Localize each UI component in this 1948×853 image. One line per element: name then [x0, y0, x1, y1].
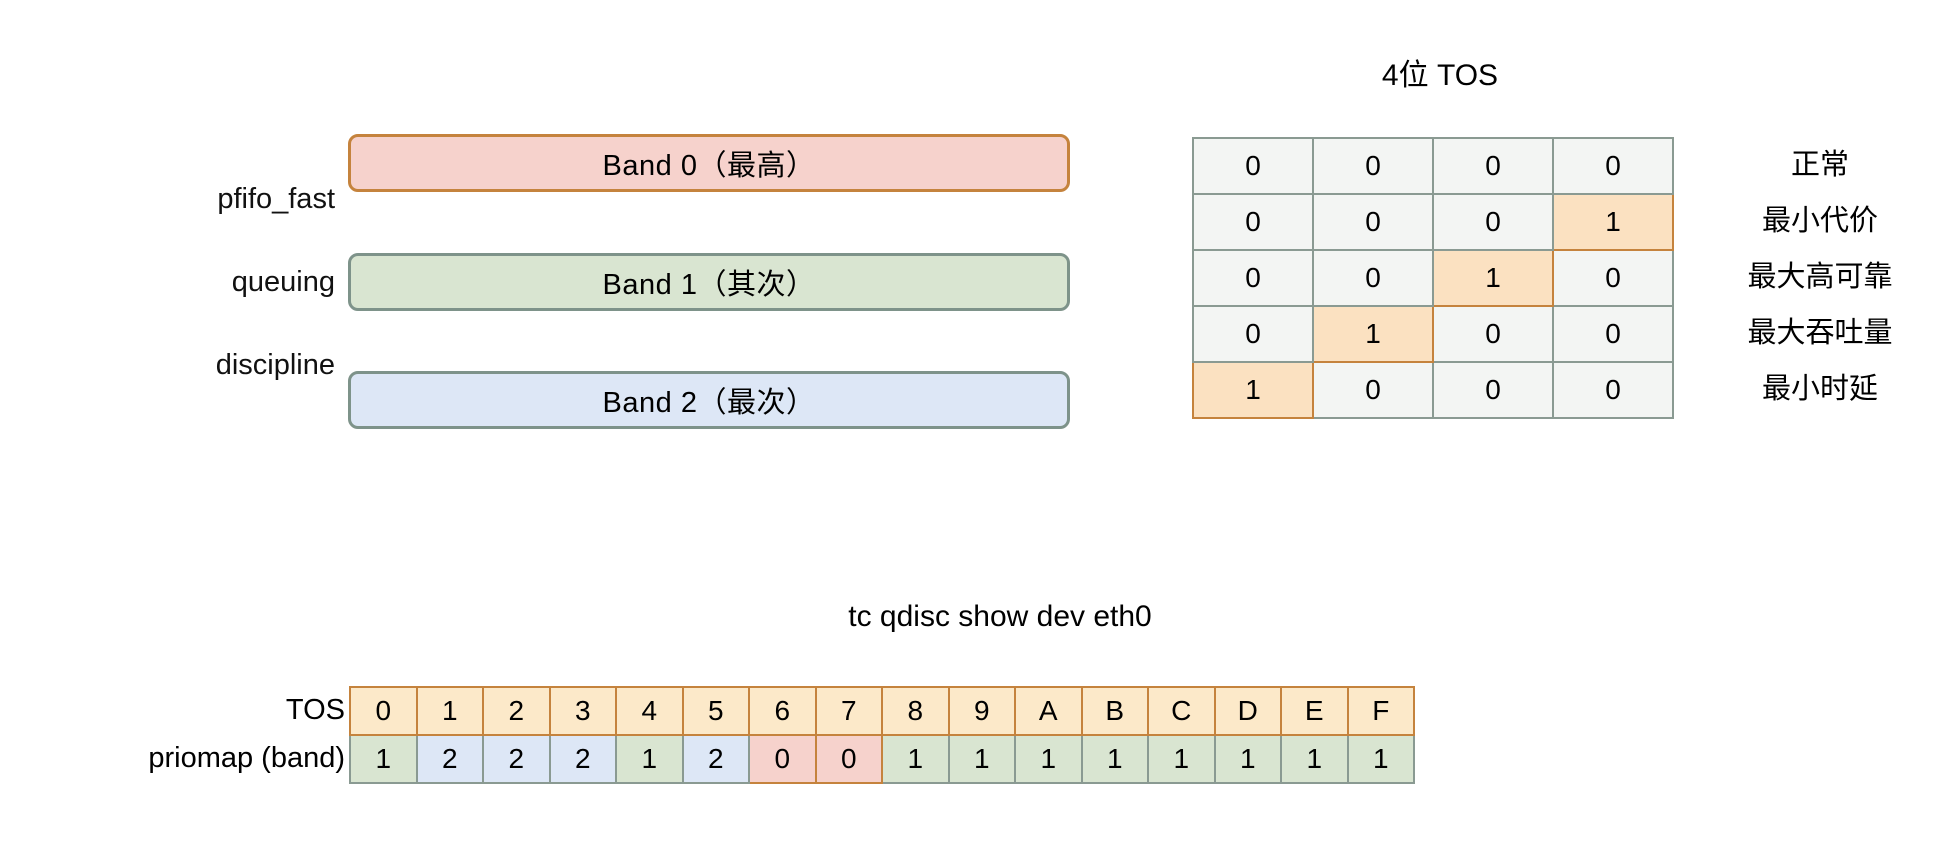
- tos-meaning-label: 最小时延: [1761, 373, 1878, 405]
- priomap-band-cell: 0: [748, 734, 817, 784]
- priomap-band-cell: 2: [482, 734, 551, 784]
- priomap-band-cell: 1: [1080, 734, 1149, 784]
- priomap-tos-cell: A: [1014, 686, 1083, 736]
- priomap-tos-cell: 6: [748, 686, 817, 736]
- tos-bit-cell-active: 1: [1192, 361, 1314, 419]
- priomap-tos-cell: F: [1346, 686, 1415, 736]
- tos-meaning-list: 正常最小代价最大高可靠最大吞吐量最小时延: [1700, 137, 1940, 417]
- tos-bit-cell: 0: [1432, 137, 1554, 195]
- tos-bit-cell: 0: [1432, 305, 1554, 363]
- priomap-tos-cell: 4: [615, 686, 684, 736]
- tos-bit-cell: 0: [1552, 305, 1674, 363]
- priomap-tos-cell: D: [1213, 686, 1282, 736]
- priomap-band-cell: 1: [1346, 734, 1415, 784]
- tos-meaning-label: 最大高可靠: [1747, 261, 1893, 293]
- tos-bit-cell: 0: [1312, 361, 1434, 419]
- tos-bit-cell-active: 1: [1552, 193, 1674, 251]
- priomap-tos-cell: 2: [482, 686, 551, 736]
- priomap-band-cell: 2: [548, 734, 617, 784]
- priomap-band-cell: 1: [1014, 734, 1083, 784]
- band-box-2: Band 2（最次）: [348, 371, 1070, 429]
- priomap-tos-cell: E: [1280, 686, 1349, 736]
- tos-bit-cell: 0: [1192, 249, 1314, 307]
- band-stack: Band 0（最高） Band 1（其次） Band 2（最次）: [348, 134, 1070, 429]
- priomap-label-tos: TOS: [285, 694, 345, 726]
- priomap-band-cell: 2: [681, 734, 750, 784]
- qdisc-label-group: pfifo_fast queuing discipline: [100, 185, 335, 380]
- tos-bit-cell-active: 1: [1432, 249, 1554, 307]
- priomap-band-cell: 1: [1147, 734, 1216, 784]
- priomap-tos-cell: 1: [415, 686, 484, 736]
- tos-meaning-label: 正常: [1790, 149, 1849, 181]
- qdisc-label-queuing: queuing: [231, 266, 335, 298]
- tos-bit-cell: 0: [1192, 305, 1314, 363]
- tos-meaning-label: 最大吞吐量: [1747, 317, 1893, 349]
- priomap-band-cell: 1: [1213, 734, 1282, 784]
- priomap-band-cell: 1: [615, 734, 684, 784]
- tos-bit-cell: 0: [1552, 361, 1674, 419]
- tos-bit-cell: 0: [1312, 249, 1434, 307]
- tos-bit-cell: 0: [1312, 137, 1434, 195]
- priomap-tos-cell: 5: [681, 686, 750, 736]
- priomap-label-band: priomap (band): [148, 742, 345, 774]
- tos-bit-cell: 0: [1432, 361, 1554, 419]
- priomap-tos-cell: 9: [947, 686, 1016, 736]
- priomap-band-cell: 2: [415, 734, 484, 784]
- tos-meaning-label: 最小代价: [1761, 205, 1878, 237]
- priomap-label-group: TOS priomap (band): [40, 686, 345, 782]
- tos-bit-cell-active: 1: [1312, 305, 1434, 363]
- priomap-band-cell: 1: [349, 734, 418, 784]
- priomap-band-cell: 1: [881, 734, 950, 784]
- tos-bit-cell: 0: [1552, 137, 1674, 195]
- priomap-tos-cell: 7: [814, 686, 883, 736]
- priomap-tos-cell: 0: [349, 686, 418, 736]
- priomap-tos-cell: B: [1080, 686, 1149, 736]
- tos-bits-title: 4位 TOS: [1381, 59, 1499, 92]
- priomap-band-cell: 1: [1280, 734, 1349, 784]
- tos-bit-cell: 0: [1432, 193, 1554, 251]
- tos-bit-cell: 0: [1552, 249, 1674, 307]
- qdisc-label-discipline: discipline: [215, 349, 335, 381]
- priomap-tos-cell: 8: [881, 686, 950, 736]
- qdisc-label-pfifo-fast: pfifo_fast: [217, 183, 335, 215]
- priomap-band-cell: 1: [947, 734, 1016, 784]
- priomap-title: tc qdisc show dev eth0: [848, 600, 1152, 633]
- priomap-tos-cell: C: [1147, 686, 1216, 736]
- tos-bit-cell: 0: [1192, 193, 1314, 251]
- band-box-1: Band 1（其次）: [348, 253, 1070, 311]
- band-box-0: Band 0（最高）: [348, 134, 1070, 192]
- priomap-band-cell: 0: [814, 734, 883, 784]
- priomap-tos-cell: 3: [548, 686, 617, 736]
- tos-bit-cell: 0: [1312, 193, 1434, 251]
- tos-bit-cell: 0: [1192, 137, 1314, 195]
